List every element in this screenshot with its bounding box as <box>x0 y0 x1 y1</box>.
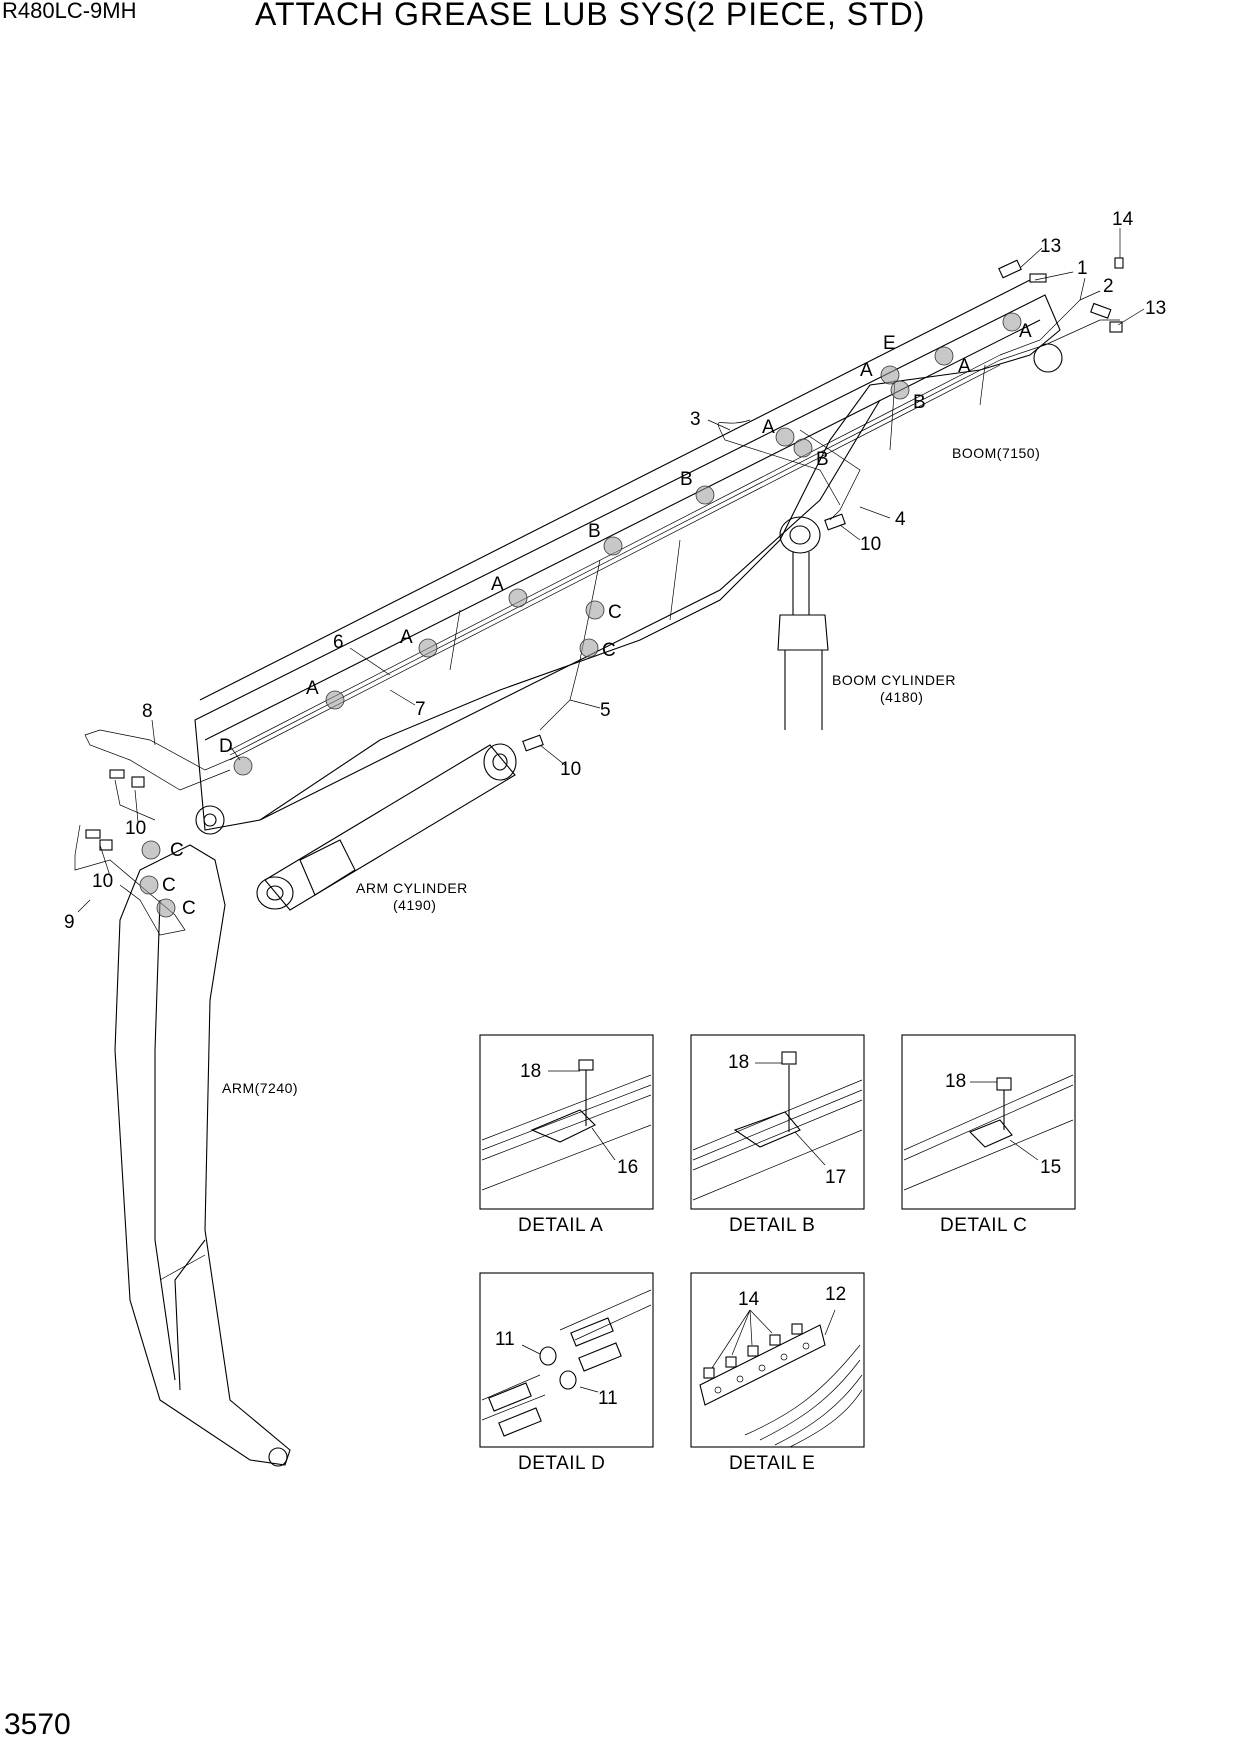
leader-lines <box>77 228 1145 913</box>
detail-d-part-11b: 11 <box>598 1388 618 1409</box>
boom-cylinder-number: (4180) <box>880 689 923 705</box>
detail-a-box: 18 16 <box>479 1034 654 1210</box>
part-label-10b: 10 <box>560 759 581 780</box>
detail-b-part-17: 17 <box>825 1167 846 1188</box>
part-label-2: 2 <box>1103 276 1114 297</box>
marker-c: C <box>608 602 622 623</box>
marker-d: D <box>219 736 233 757</box>
marker-a: A <box>306 678 319 699</box>
detail-a-part-18: 18 <box>520 1061 541 1082</box>
detail-letters: A E A A B A B B B A C C A A D C C C <box>162 321 1032 919</box>
detail-c-box: 18 15 <box>901 1034 1076 1210</box>
part-label-13: 13 <box>1040 236 1061 257</box>
detail-c-part-18: 18 <box>945 1071 966 1092</box>
detail-d-box: 11 11 <box>479 1272 654 1448</box>
marker-c: C <box>162 875 176 896</box>
part-label-4: 4 <box>895 509 906 530</box>
marker-e: E <box>883 333 896 354</box>
detail-a-caption: DETAIL A <box>518 1215 603 1236</box>
detail-e-part-14: 14 <box>738 1289 760 1310</box>
part-label-8: 8 <box>142 701 153 722</box>
marker-c: C <box>602 640 616 661</box>
page-number: 3570 <box>4 1708 71 1741</box>
arm-outline <box>114 844 291 1467</box>
boom-outline <box>194 279 1063 835</box>
marker-b: B <box>588 521 601 542</box>
arm-caption: ARM(7240) <box>222 1080 298 1096</box>
detail-e-caption: DETAIL E <box>729 1453 815 1474</box>
marker-c: C <box>170 840 184 861</box>
boom-cylinder-caption: BOOM CYLINDER <box>832 672 956 688</box>
detail-e-box: 14 12 <box>690 1272 865 1448</box>
part-label-1: 1 <box>1077 258 1088 279</box>
marker-a: A <box>860 360 873 381</box>
marker-a: A <box>762 417 775 438</box>
marker-c: C <box>182 898 196 919</box>
part-label-5: 5 <box>600 700 611 721</box>
part-label-9: 9 <box>64 912 75 933</box>
marker-a: A <box>1019 321 1032 342</box>
marker-a: A <box>491 574 504 595</box>
detail-d-caption: DETAIL D <box>518 1453 605 1474</box>
detail-c-part-15: 15 <box>1040 1157 1061 1178</box>
detail-b-box: 18 17 <box>690 1034 865 1210</box>
arm-cylinder-caption: ARM CYLINDER <box>356 880 468 896</box>
detail-e-part-12: 12 <box>825 1284 846 1305</box>
part-label-14: 14 <box>1112 209 1134 230</box>
part-label-10d: 10 <box>92 871 113 892</box>
arm-cylinder <box>256 743 517 911</box>
detail-b-part-18: 18 <box>728 1052 749 1073</box>
marker-b: B <box>913 392 926 413</box>
part-label-10a: 10 <box>860 534 881 555</box>
page-title: ATTACH GREASE LUB SYS(2 PIECE, STD) <box>255 0 926 32</box>
marker-b: B <box>816 449 829 470</box>
marker-a: A <box>400 627 413 648</box>
detail-a-part-16: 16 <box>617 1157 638 1178</box>
arm-grease-lines <box>74 729 241 936</box>
boom-grease-lines <box>229 277 1120 761</box>
part-label-7: 7 <box>415 699 426 720</box>
part-label-6: 6 <box>333 632 344 653</box>
part-label-13b: 13 <box>1145 298 1166 319</box>
detail-c-caption: DETAIL C <box>940 1215 1027 1236</box>
part-label-3: 3 <box>690 409 701 430</box>
marker-b: B <box>680 469 693 490</box>
top-fittings <box>85 257 1124 851</box>
boom-caption: BOOM(7150) <box>952 445 1040 461</box>
arm-cylinder-number: (4190) <box>393 897 436 913</box>
part-label-10c: 10 <box>125 818 146 839</box>
component-captions: BOOM(7150) BOOM CYLINDER (4180) ARM CYLI… <box>222 445 1040 1096</box>
boom-cylinder <box>777 516 829 730</box>
marker-a: A <box>958 356 971 377</box>
detail-b-caption: DETAIL B <box>729 1215 815 1236</box>
model-number: R480LC-9MH <box>2 0 137 23</box>
part-labels: 14 13 1 2 13 3 4 10 5 10 6 7 8 10 10 9 <box>64 209 1166 933</box>
detail-d-part-11a: 11 <box>495 1329 515 1350</box>
detail-location-markers <box>139 312 1022 918</box>
